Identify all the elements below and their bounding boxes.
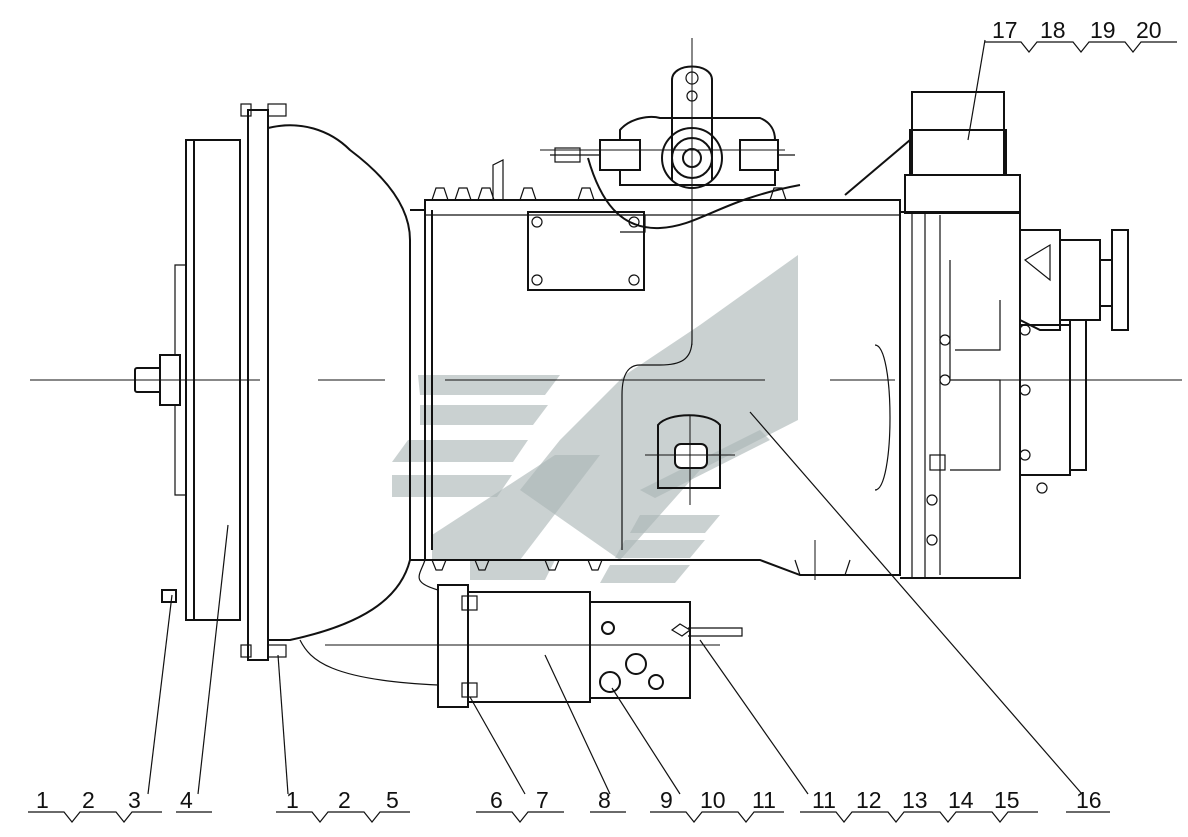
callout-2b: 2 bbox=[338, 787, 351, 813]
callout-7: 7 bbox=[536, 787, 549, 813]
centerlines bbox=[30, 149, 1182, 646]
callout-3: 3 bbox=[128, 787, 141, 813]
callout-11a: 11 bbox=[752, 787, 776, 813]
shift-tower bbox=[492, 38, 801, 345]
callout-1a: 1 bbox=[36, 787, 49, 813]
callout-19: 19 bbox=[1090, 17, 1116, 43]
callout-8: 8 bbox=[598, 787, 611, 813]
callout-16: 16 bbox=[1076, 787, 1102, 813]
rear-housing bbox=[844, 91, 1129, 579]
callout-4: 4 bbox=[180, 787, 193, 813]
range-cylinder bbox=[299, 559, 743, 708]
callout-5: 5 bbox=[386, 787, 399, 813]
clutch-housing bbox=[134, 103, 426, 661]
callout-2a: 2 bbox=[82, 787, 95, 813]
gearbox-case bbox=[424, 187, 901, 576]
callout-14: 14 bbox=[948, 787, 974, 813]
bottom-bolts bbox=[431, 559, 603, 571]
callout-braces bbox=[28, 41, 1177, 823]
callout-1b: 1 bbox=[286, 787, 299, 813]
callout-20: 20 bbox=[1136, 17, 1162, 43]
callout-labels: 1 2 3 4 1 2 5 6 7 8 9 10 11 11 12 13 14 … bbox=[36, 17, 1162, 813]
callout-12: 12 bbox=[856, 787, 882, 813]
callout-11b: 11 bbox=[812, 787, 836, 813]
callout-9: 9 bbox=[660, 787, 673, 813]
callout-6: 6 bbox=[490, 787, 503, 813]
callout-13: 13 bbox=[902, 787, 928, 813]
callout-10: 10 bbox=[700, 787, 726, 813]
watermark-logo-icon bbox=[392, 255, 798, 583]
callout-18: 18 bbox=[1040, 17, 1066, 43]
top-bolts bbox=[431, 187, 787, 201]
leader-lines bbox=[147, 39, 1083, 795]
callout-15: 15 bbox=[994, 787, 1020, 813]
callout-17: 17 bbox=[992, 17, 1018, 43]
